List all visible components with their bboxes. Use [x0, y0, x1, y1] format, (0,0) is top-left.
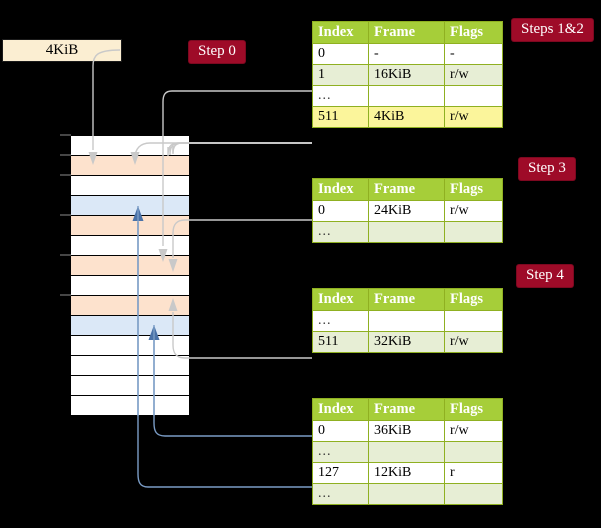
cell-flags: r/w: [444, 200, 503, 222]
cell-index: 511: [312, 331, 369, 353]
table-row: ...: [312, 221, 503, 243]
cell-index: 127: [312, 462, 369, 484]
column-header-index: Index: [312, 21, 369, 44]
column-header-index: Index: [312, 178, 369, 201]
cell-flags: r/w: [444, 331, 503, 353]
step-badge-step-3: Step 3: [519, 158, 575, 181]
table-row: ...: [312, 483, 503, 505]
cell-index: 0: [312, 43, 369, 65]
cell-frame: [368, 483, 445, 505]
cell-frame: 4KiB: [368, 106, 445, 128]
cell-flags: [444, 483, 503, 505]
step-badge-steps-1-2: Steps 1&2: [512, 19, 593, 42]
cell-frame: 16KiB: [368, 64, 445, 86]
memory-frame: [71, 156, 189, 176]
cell-index: 0: [312, 420, 369, 442]
cell-frame: [368, 441, 445, 463]
cell-flags: [444, 441, 503, 463]
cell-frame: 12KiB: [368, 462, 445, 484]
cell-flags: r/w: [444, 420, 503, 442]
cell-flags: -: [444, 43, 503, 65]
column-header-frame: Frame: [368, 288, 445, 311]
cell-flags: [444, 85, 503, 107]
table-row: ...: [312, 310, 503, 332]
table-header-row: Index Frame Flags: [312, 21, 503, 44]
table-row: 0 36KiB r/w: [312, 420, 503, 442]
cell-frame: 24KiB: [368, 200, 445, 222]
cell-flags: r/w: [444, 64, 503, 86]
memory-frame: [71, 356, 189, 376]
cell-index: ...: [312, 85, 369, 107]
cell-frame: [368, 221, 445, 243]
table-row: ...: [312, 441, 503, 463]
memory-frame: [71, 396, 189, 415]
cell-flags: r: [444, 462, 503, 484]
column-header-frame: Frame: [368, 21, 445, 44]
cell-index: 1: [312, 64, 369, 86]
source-box-4kib: 4KiB: [2, 39, 122, 62]
memory-frame: [71, 376, 189, 396]
column-header-flags: Flags: [444, 21, 503, 44]
table-row: 1 16KiB r/w: [312, 64, 503, 86]
column-header-flags: Flags: [444, 398, 503, 421]
memory-frame: [71, 216, 189, 236]
memory-frame: [71, 256, 189, 276]
memory-frame: [71, 276, 189, 296]
step-badge-label: Steps 1&2: [521, 21, 584, 37]
cell-index: 0: [312, 200, 369, 222]
page-table-level-3: Index Frame Flags 0 36KiB r/w ... 127 12…: [312, 398, 503, 505]
table-row: 0 - -: [312, 43, 503, 65]
cell-index: 511: [312, 106, 369, 128]
memory-frame: [71, 316, 189, 336]
wire-step-3-table1-row0: [168, 219, 312, 272]
cell-frame: -: [368, 43, 445, 65]
cell-flags: [444, 310, 503, 332]
table-row: ...: [312, 85, 503, 107]
cell-index: ...: [312, 310, 369, 332]
step-badge-label: Step 0: [198, 43, 236, 59]
cell-flags: r/w: [444, 106, 503, 128]
step-badge-step-0: Step 0: [189, 41, 245, 64]
cell-frame: 36KiB: [368, 420, 445, 442]
table-row: 0 24KiB r/w: [312, 200, 503, 222]
table-row: 511 32KiB r/w: [312, 331, 503, 353]
page-table-level-2: Index Frame Flags ... 511 32KiB r/w: [312, 288, 503, 353]
table-header-row: Index Frame Flags: [312, 178, 503, 201]
column-header-index: Index: [312, 398, 369, 421]
cell-frame: [368, 85, 445, 107]
memory-frame: [71, 296, 189, 316]
cell-frame: [368, 310, 445, 332]
table-header-row: Index Frame Flags: [312, 398, 503, 421]
source-box-label: 4KiB: [45, 42, 79, 58]
page-table-level-1: Index Frame Flags 0 24KiB r/w ...: [312, 178, 503, 243]
memory-frame: [71, 136, 189, 156]
cell-frame: 32KiB: [368, 331, 445, 353]
wire-step-4-table2-row511: [168, 298, 312, 359]
memory-frame: [71, 336, 189, 356]
memory-frame: [71, 236, 189, 256]
table-header-row: Index Frame Flags: [312, 288, 503, 311]
column-header-index: Index: [312, 288, 369, 311]
step-badge-label: Step 3: [528, 160, 566, 176]
cell-index: ...: [312, 483, 369, 505]
cell-flags: [444, 221, 503, 243]
memory-frame: [71, 196, 189, 216]
step-badge-label: Step 4: [526, 267, 564, 283]
table-row: 511 4KiB r/w: [312, 106, 503, 128]
memory-frame: [71, 176, 189, 196]
column-header-frame: Frame: [368, 398, 445, 421]
column-header-frame: Frame: [368, 178, 445, 201]
physical-memory-column: [70, 135, 190, 416]
cell-index: ...: [312, 441, 369, 463]
column-header-flags: Flags: [444, 288, 503, 311]
table-row: 127 12KiB r: [312, 462, 503, 484]
step-badge-step-4: Step 4: [517, 265, 573, 288]
cell-index: ...: [312, 221, 369, 243]
page-table-level-0: Index Frame Flags 0 - - 1 16KiB r/w ... …: [312, 21, 503, 128]
column-header-flags: Flags: [444, 178, 503, 201]
